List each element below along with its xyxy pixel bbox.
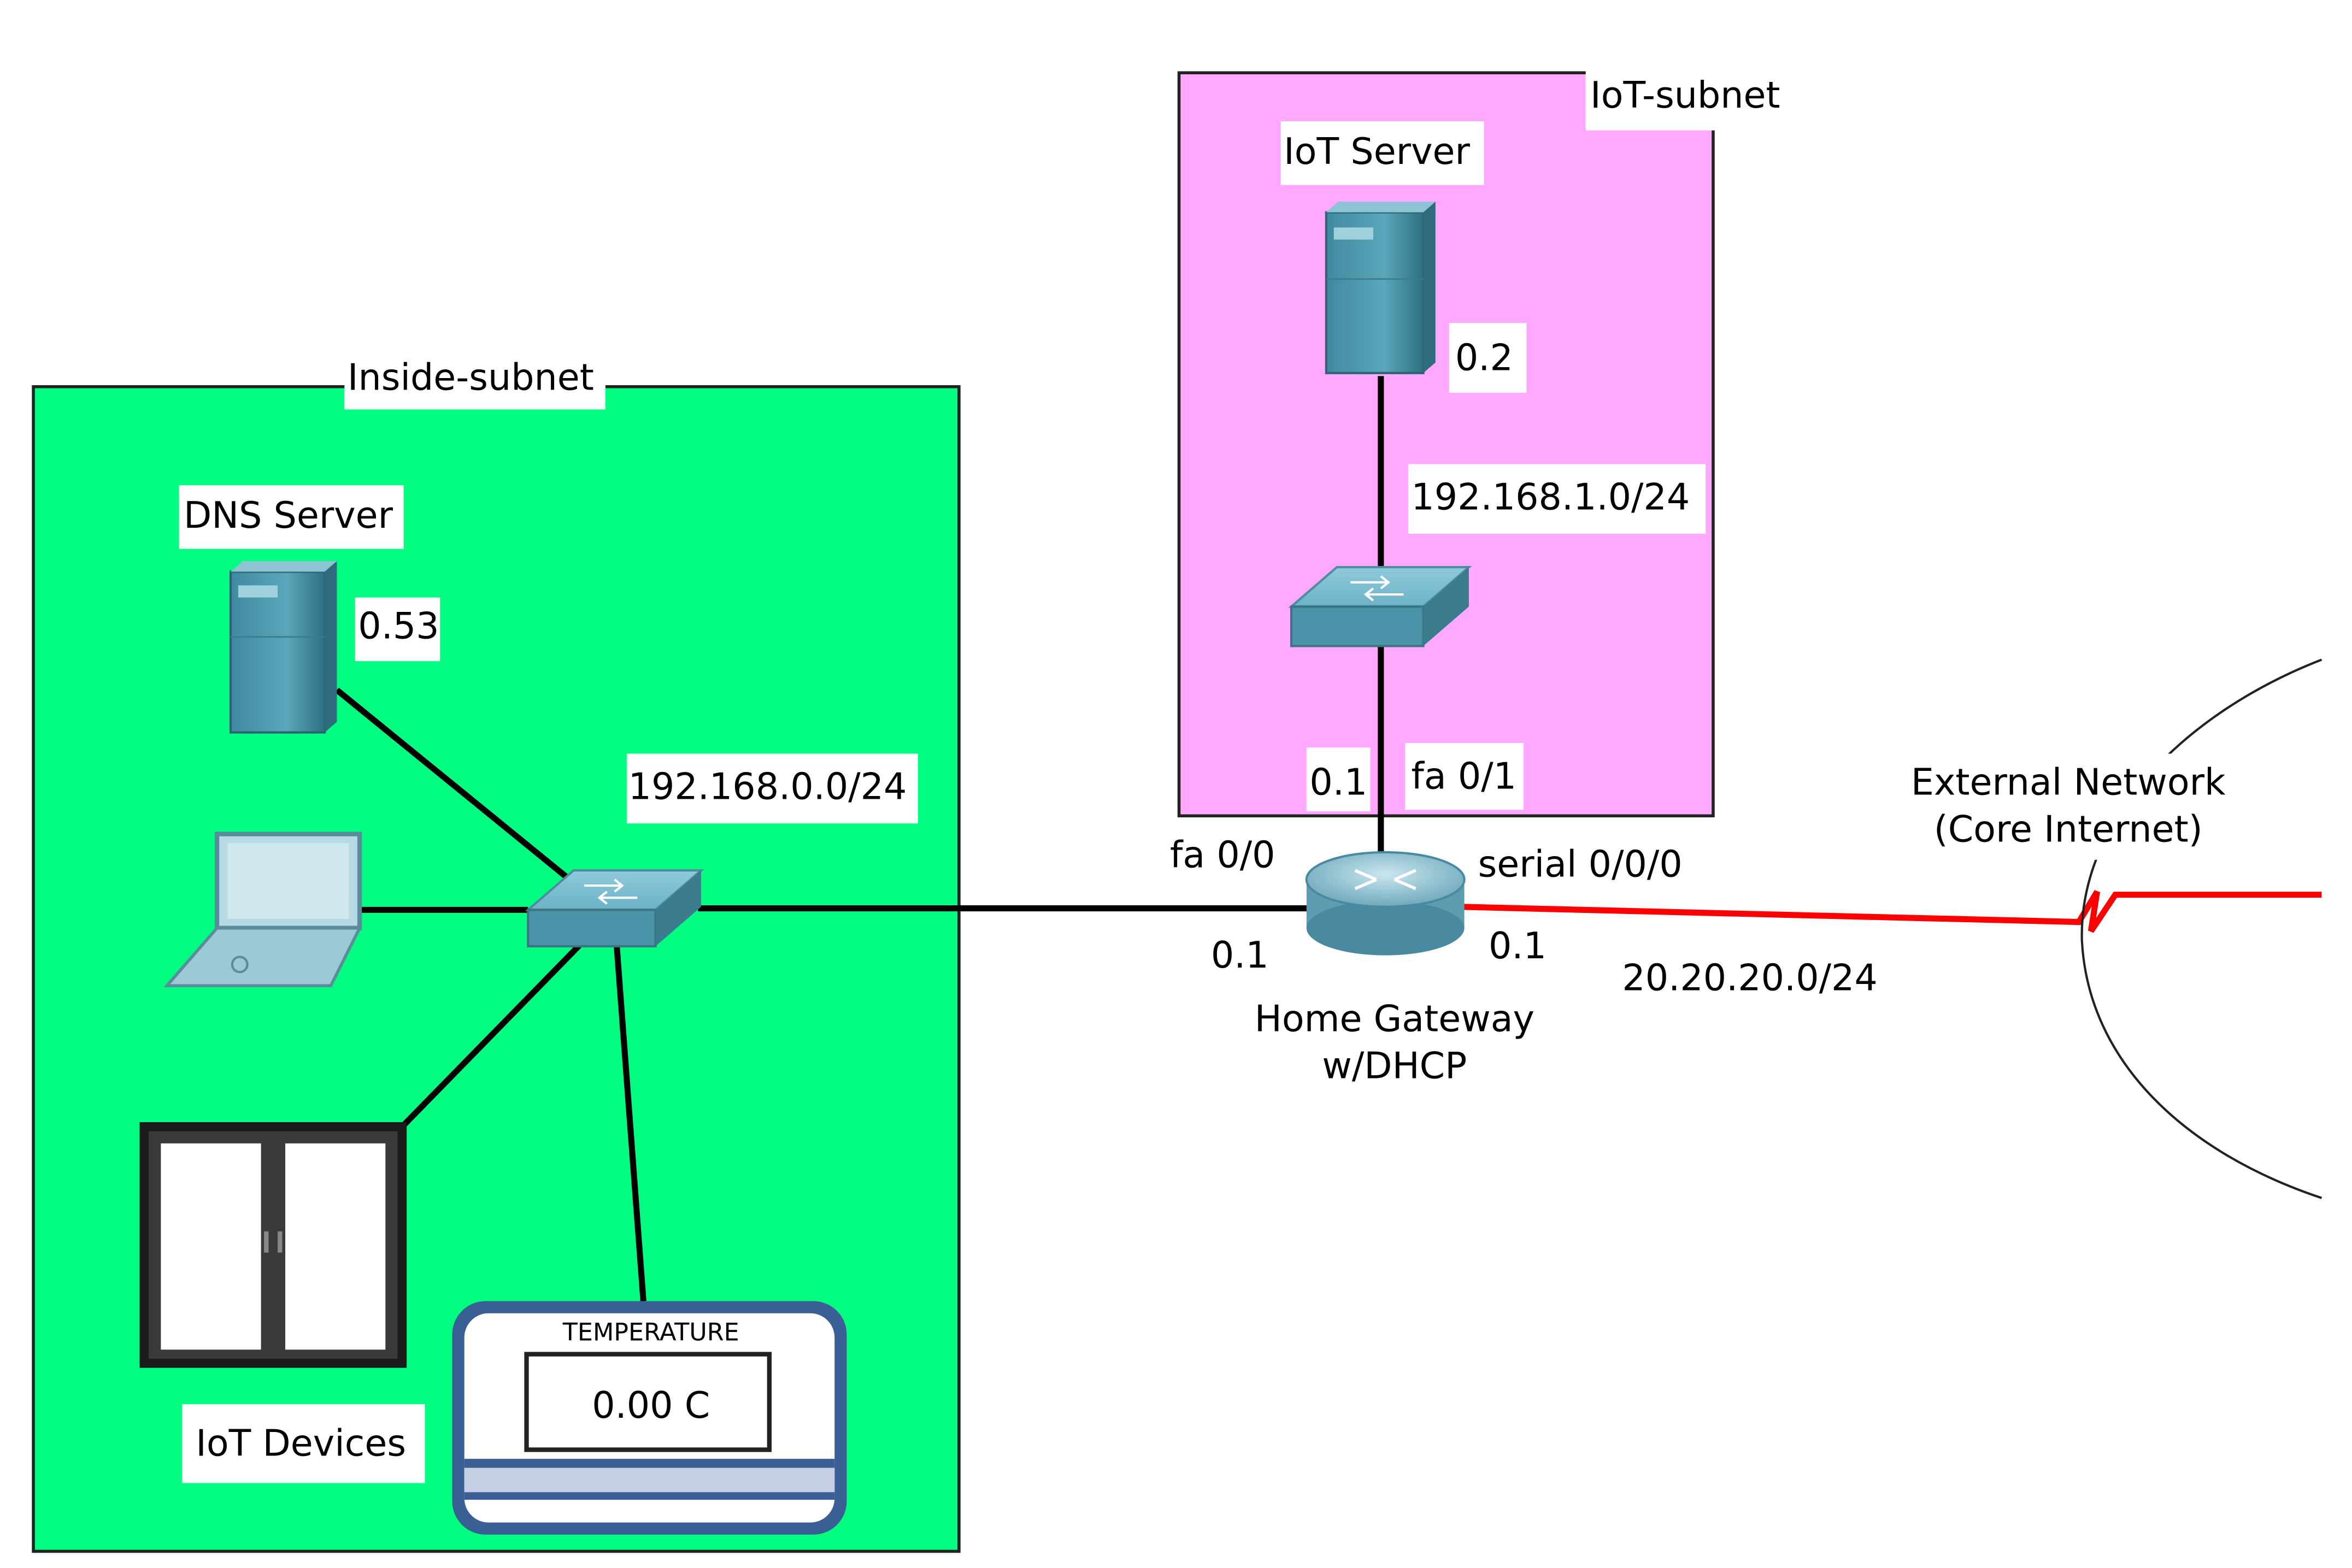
iot-network-label: 192.168.1.0/24 <box>1411 476 1690 518</box>
serial-name-label: serial 0/0/0 <box>1478 842 1683 885</box>
iot-server-label: IoT Server <box>1284 130 1470 173</box>
iot-subnet-box <box>1177 71 1715 818</box>
iot-switch-icon[interactable] <box>1288 566 1472 647</box>
home-gateway-label: Home Gateway <box>1255 997 1534 1040</box>
links <box>334 376 2322 1301</box>
external-network-sublabel: (Core Internet) <box>1934 807 2203 850</box>
dns-server-ip: 0.53 <box>358 605 439 647</box>
wan-network-label: 20.20.20.0/24 <box>1622 956 1877 999</box>
thermostat-title: TEMPERATURE <box>562 1319 739 1347</box>
iot-subnet-label: IoT-subnet <box>1590 74 1780 116</box>
smart-door-icon[interactable] <box>139 1122 407 1368</box>
fa00-name-label: fa 0/0 <box>1170 834 1275 876</box>
dns-server-label: DNS Server <box>184 494 393 537</box>
label-backgrounds <box>179 69 2231 1483</box>
fa01-name-label: fa 0/1 <box>1411 754 1516 797</box>
external-network-cloud <box>2080 658 2322 1199</box>
link-dns-switch <box>334 687 602 906</box>
thermostat-icon[interactable]: TEMPERATURE 0.00 C <box>452 1301 847 1535</box>
link-thermostat-switch <box>613 936 646 1301</box>
link-door-switch <box>401 930 594 1128</box>
serial-ip-label: 0.1 <box>1489 924 1547 967</box>
fa00-ip-label: 0.1 <box>1211 934 1269 976</box>
thermostat-reading: 0.00 C <box>592 1384 710 1426</box>
inside-switch-icon[interactable] <box>525 869 704 948</box>
home-gateway-dhcp-label: w/DHCP <box>1322 1044 1467 1087</box>
home-gateway-router-icon[interactable] <box>1305 851 1466 956</box>
dns-server-icon[interactable] <box>229 561 337 734</box>
inside-network-label: 192.168.0.0/24 <box>628 765 907 808</box>
iot-devices-label: IoT Devices <box>196 1422 406 1465</box>
external-network-label: External Network <box>1911 761 2226 803</box>
inside-subnet-label: Inside-subnet <box>348 356 594 398</box>
fa01-ip-label: 0.1 <box>1309 761 1367 803</box>
iot-server-ip: 0.2 <box>1455 336 1513 379</box>
link-serial-wan <box>1461 890 2322 933</box>
laptop-icon[interactable] <box>163 832 362 987</box>
iot-server-icon[interactable] <box>1325 202 1436 374</box>
